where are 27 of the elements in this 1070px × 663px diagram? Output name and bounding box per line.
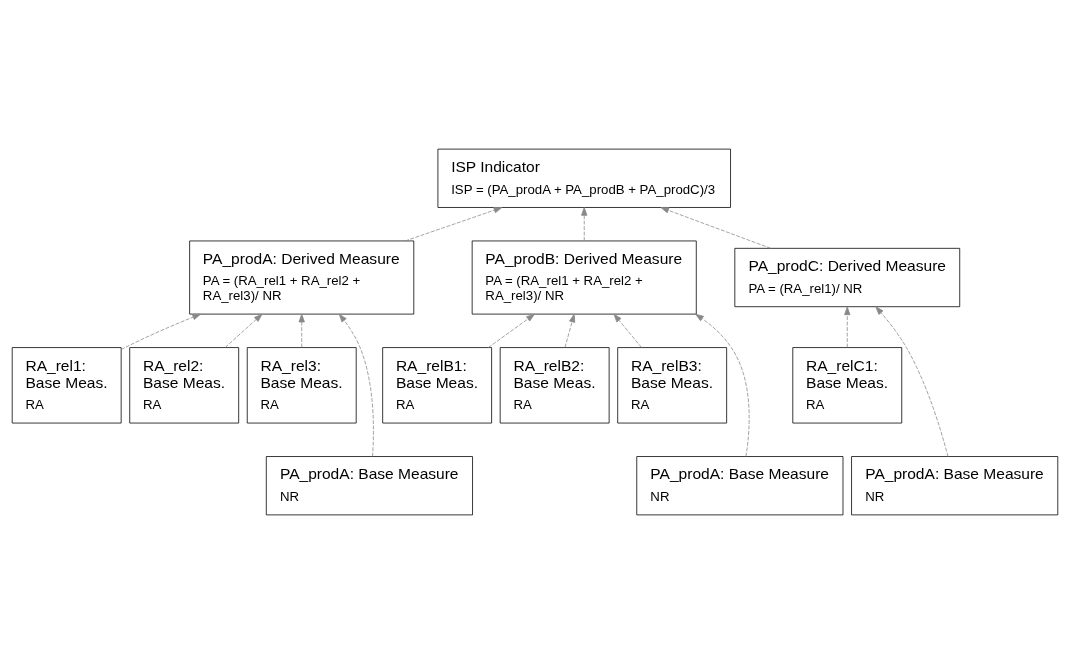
arrow [404,206,503,241]
node-box: PA_prodA: Base Measure NR [851,455,1059,515]
node-box: ISP Indicator ISP = (PA_prodA + PA_prodB + PA_prodC)/3 [437,148,731,208]
node-box: RA_rel2: Base Meas. RA [129,346,240,423]
arrow [581,206,588,241]
arrow [844,306,851,348]
node-box: RA_rel1: Base Meas. RA [11,346,122,423]
arrow [695,313,750,457]
arrow [120,313,201,350]
node-box: RA_relB1: Base Meas. RA [382,346,492,423]
node-box: PA_prodC: Derived Measure PA = (RA_rel1)/ NR [734,247,961,307]
node-box: RA_rel3: Base Meas. RA [246,346,357,423]
node-box: PA_prodA: Base Measure NR [636,455,844,515]
arrow [298,313,305,348]
node-box: PA_prodA: Base Measure NR [265,455,473,515]
arrow [564,313,576,348]
arrow [338,313,374,457]
node-box: PA_prodA: Derived Measure PA = (RA_rel1 + RA_rel2 + RA_rel3)/ NR [189,240,415,314]
arrow [660,206,771,249]
node-box: RA_relC1: Base Meas. RA [792,346,903,423]
arrow [613,313,642,348]
node-box: RA_relB2: Base Meas. RA [499,346,610,423]
node-box: PA_prodB: Derived Measure PA = (RA_rel1 + RA_rel2 + RA_rel3)/ NR [471,240,697,314]
arrow [224,313,263,348]
arrow [875,305,949,457]
arrow [488,313,535,348]
node-box: RA_relB3: Base Meas. RA [617,346,728,423]
